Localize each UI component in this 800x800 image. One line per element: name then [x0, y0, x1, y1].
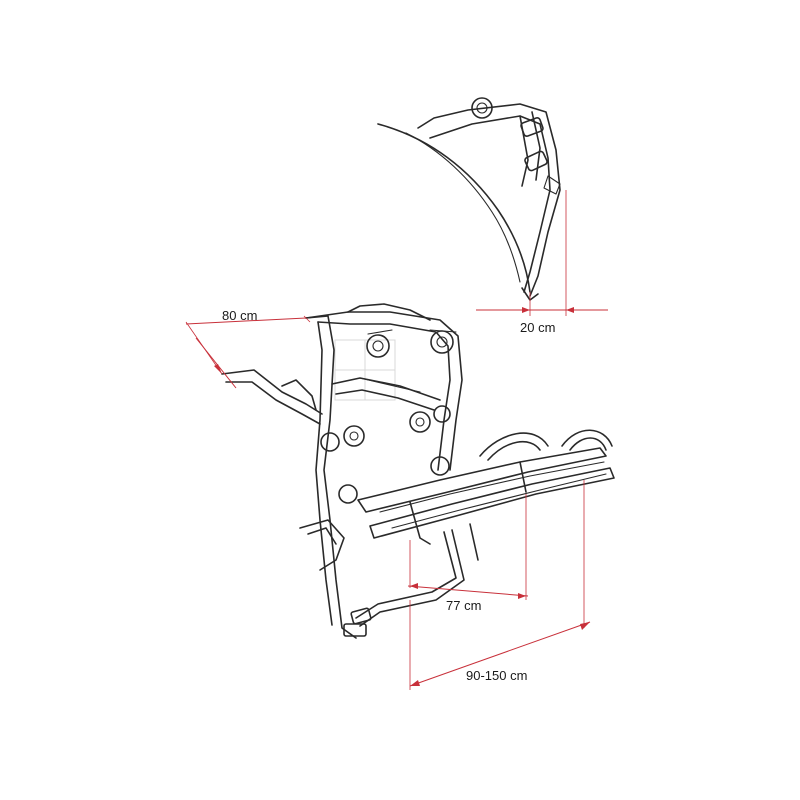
bike-rack-main: [221, 303, 615, 639]
side-rack-frame: [417, 103, 561, 297]
mid-clamp-left-icon: [320, 432, 340, 452]
dimension-offset-side: 20 cm: [476, 190, 608, 335]
wheel-tray-front: [369, 467, 615, 539]
rack-foot-left-icon: [343, 623, 367, 637]
dimension-platform-length: 77 cm: [407, 494, 529, 613]
car-rear-outline: [377, 123, 531, 293]
dimension-width-top: 80 cm: [185, 308, 311, 389]
side-top-clamp-icon: [471, 97, 493, 119]
wheel-tray-back: [357, 447, 607, 513]
top-clamp-left-icon: [366, 334, 390, 358]
dimension-label-platform: 77 cm: [446, 598, 481, 613]
dimension-span: 90-150 cm: [409, 480, 591, 690]
dimension-label-width: 80 cm: [222, 308, 257, 323]
mid-clamp-right-icon: [409, 411, 431, 433]
dimension-label-span: 90-150 cm: [466, 668, 527, 683]
side-holder-icon: [520, 117, 544, 137]
side-view: [377, 97, 561, 301]
rack-left-strap: [221, 369, 323, 415]
dimension-label-offset: 20 cm: [520, 320, 555, 335]
rack-upright-frame: [305, 315, 357, 639]
top-clamp-right-icon: [430, 330, 454, 354]
